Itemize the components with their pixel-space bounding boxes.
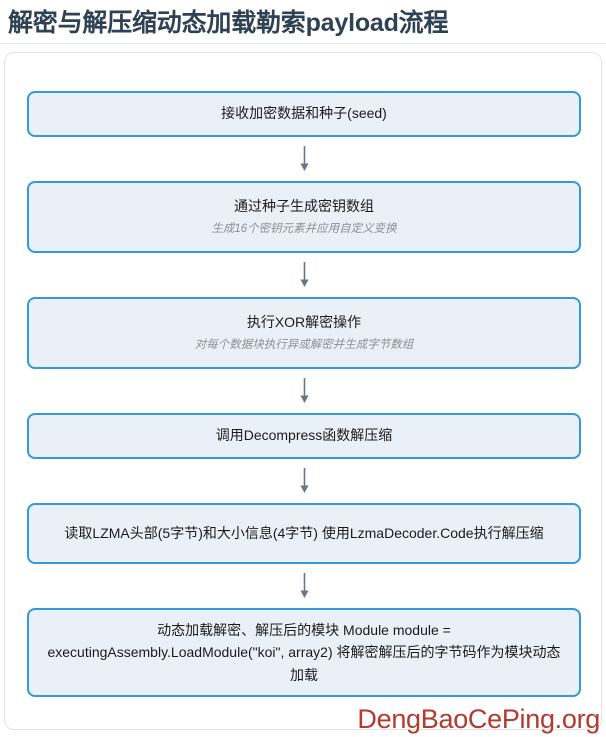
flow-step-2-title: 通过种子生成密钥数组: [234, 197, 374, 214]
arrow-down-icon: [299, 262, 309, 287]
page-title: 解密与解压缩动态加载勒索payload流程: [8, 8, 449, 37]
flow-step-5-title: 读取LZMA头部(5字节)和大小信息(4字节) 使用LzmaDecoder.Co…: [64, 525, 544, 542]
flow-step-2[interactable]: 通过种子生成密钥数组 生成16个密钥元素并应用自定义变换: [27, 181, 581, 253]
flow-step-2-subtitle: 生成16个密钥元素并应用自定义变换: [211, 223, 397, 236]
site-watermark: DengBaoCePing.org: [357, 704, 600, 734]
flow-arrow-4: [27, 459, 581, 503]
flow-arrow-5: [27, 564, 581, 608]
flow-step-3-title: 执行XOR解密操作: [246, 313, 362, 330]
flow-step-1-title: 接收加密数据和种子(seed): [221, 105, 387, 122]
flow-step-6[interactable]: 动态加载解密、解压后的模块 Module module = executingA…: [27, 608, 581, 698]
flow-step-4-title: 调用Decompress函数解压缩: [215, 427, 393, 444]
flow-arrow-1: [27, 137, 581, 181]
arrow-down-icon: [299, 468, 309, 493]
flowchart-container: 接收加密数据和种子(seed) 通过种子生成密钥数组 生成16个密钥元素并应用自…: [4, 52, 602, 730]
flow-step-6-title: 动态加载解密、解压后的模块 Module module = executingA…: [47, 622, 561, 683]
flow-step-5[interactable]: 读取LZMA头部(5字节)和大小信息(4字节) 使用LzmaDecoder.Co…: [27, 503, 581, 564]
arrow-down-icon: [299, 146, 309, 171]
flow-step-4[interactable]: 调用Decompress函数解压缩: [27, 413, 581, 459]
flow-step-3-subtitle: 对每个数据块执行异或解密并生成字节数组: [194, 339, 414, 352]
flow-arrow-3: [27, 369, 581, 413]
flow-step-list: 接收加密数据和种子(seed) 通过种子生成密钥数组 生成16个密钥元素并应用自…: [27, 91, 581, 698]
page-header: 解密与解压缩动态加载勒索payload流程: [0, 0, 606, 44]
arrow-down-icon: [299, 573, 309, 598]
flow-step-1[interactable]: 接收加密数据和种子(seed): [27, 91, 581, 137]
flow-step-3[interactable]: 执行XOR解密操作 对每个数据块执行异或解密并生成字节数组: [27, 297, 581, 369]
arrow-down-icon: [299, 378, 309, 403]
flow-arrow-2: [27, 253, 581, 297]
